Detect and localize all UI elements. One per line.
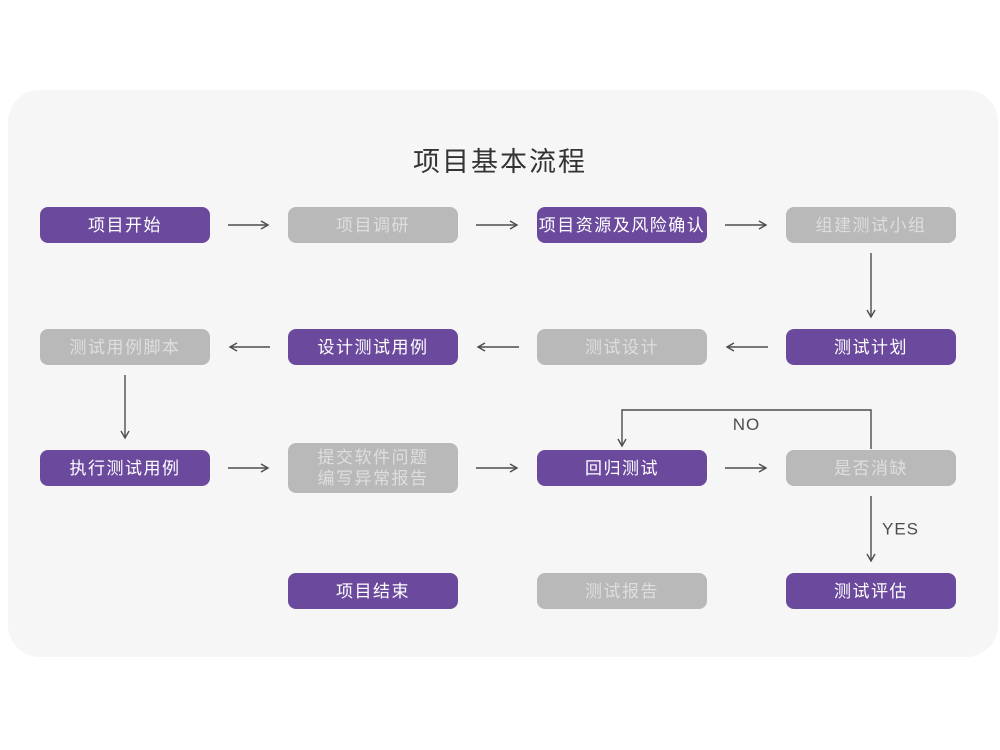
flow-node-project-start: 项目开始 xyxy=(40,207,210,243)
flow-node-execute-test-case: 执行测试用例 xyxy=(40,450,210,486)
flow-node-label: 测试用例脚本 xyxy=(69,337,181,357)
flow-node-defect-cleared: 是否消缺 xyxy=(786,450,956,486)
flow-node-label: 设计测试用例 xyxy=(317,337,429,357)
flow-node-test-case-script: 测试用例脚本 xyxy=(40,329,210,365)
flow-node-project-end: 项目结束 xyxy=(288,573,458,609)
flow-node-build-test-team: 组建测试小组 xyxy=(786,207,956,243)
flow-node-test-plan: 测试计划 xyxy=(786,329,956,365)
flow-node-label: 项目资源及风险确认 xyxy=(538,215,706,235)
flow-node-label: 测试报告 xyxy=(585,581,659,601)
flow-node-regression-test: 回归测试 xyxy=(537,450,707,486)
flow-node-label: 编写异常报告 xyxy=(317,469,429,488)
flow-node-label: 项目结束 xyxy=(336,581,410,601)
flow-node-label: 执行测试用例 xyxy=(69,458,181,478)
flow-node-label: 测试设计 xyxy=(585,337,659,357)
diagram-title: 项目基本流程 xyxy=(413,147,587,177)
flow-node-test-design: 测试设计 xyxy=(537,329,707,365)
flow-node-label: 回归测试 xyxy=(585,458,659,478)
flow-node-submit-issue-report: 提交软件问题编写异常报告 xyxy=(288,443,458,493)
flow-node-test-evaluate: 测试评估 xyxy=(786,573,956,609)
flow-node-label: 项目调研 xyxy=(336,215,410,235)
flow-node-label: 测试计划 xyxy=(834,337,908,357)
flow-node-label: 测试评估 xyxy=(834,581,908,601)
flow-node-resource-risk-confirm: 项目资源及风险确认 xyxy=(537,207,707,243)
flow-node-label: 项目开始 xyxy=(88,215,162,235)
flow-node-label: 提交软件问题 xyxy=(317,448,429,467)
flow-node-design-test-case: 设计测试用例 xyxy=(288,329,458,365)
flow-node-label: 组建测试小组 xyxy=(815,215,927,235)
flow-node-test-report: 测试报告 xyxy=(537,573,707,609)
flow-node-label: 是否消缺 xyxy=(834,458,908,478)
flowchart-panel xyxy=(8,90,998,657)
flow-node-project-research: 项目调研 xyxy=(288,207,458,243)
